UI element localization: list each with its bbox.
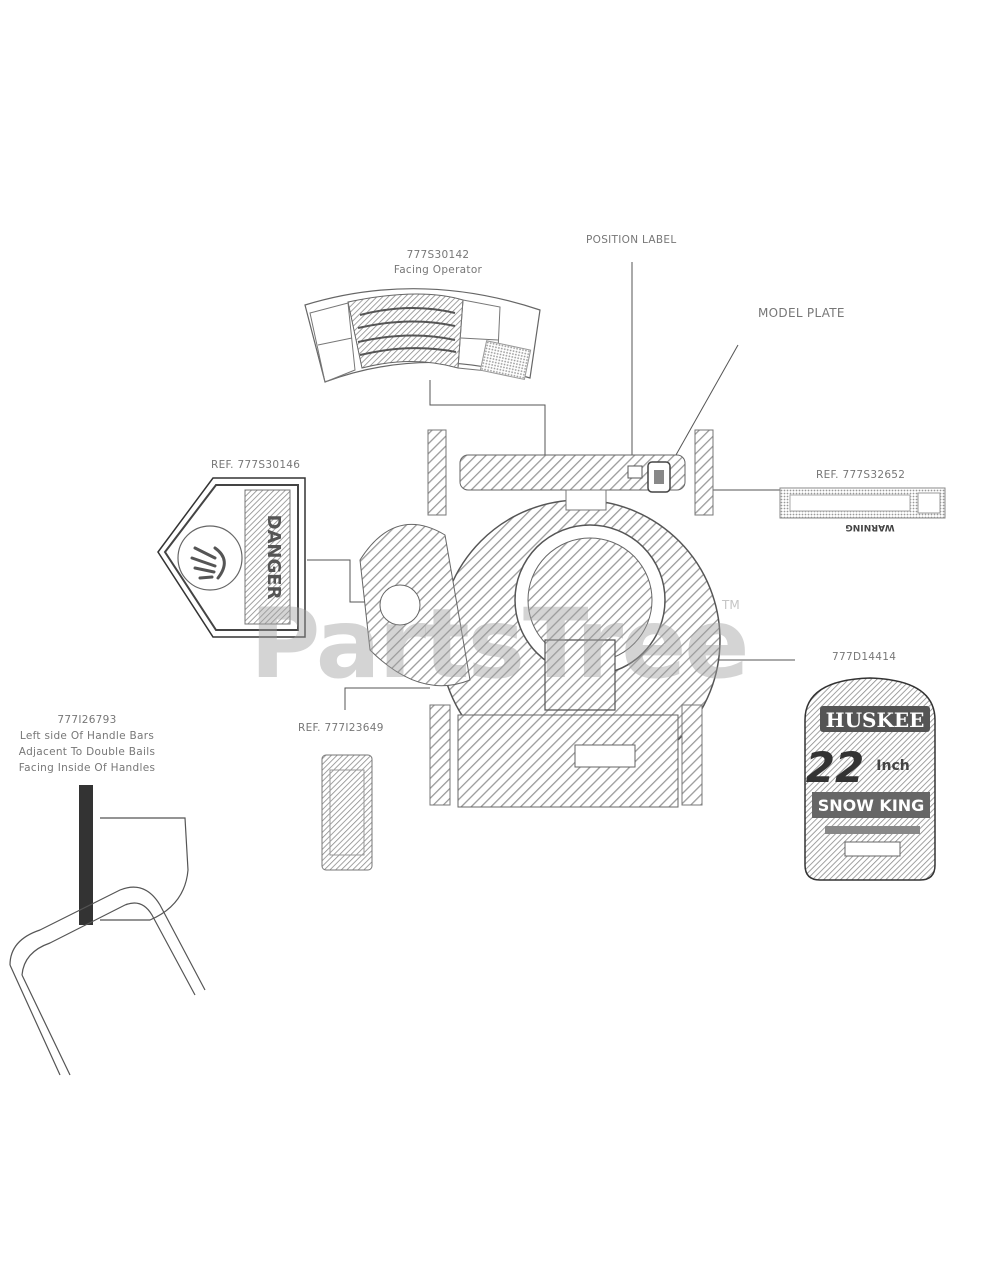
ref-danger-label: REF. 777S30146	[211, 459, 301, 471]
small-ref-decal	[321, 754, 373, 871]
hood-size-text: 22	[806, 743, 864, 792]
hood-brand-text: HUSKEE	[826, 708, 925, 732]
facing-operator-part-number: 777S30142	[406, 249, 470, 261]
partstree-watermark: PartsTree	[250, 588, 749, 700]
model-plate-label: MODEL PLATE	[758, 306, 845, 320]
facing-operator-label: Facing Operator	[393, 264, 483, 276]
watermark-trademark: TM	[722, 598, 740, 612]
hood-decal: HUSKEE 22 Inch SNOW KING	[804, 677, 936, 881]
danger-decal-text: DANGER	[263, 515, 284, 600]
handle-note-line-1: Left side Of Handle Bars	[19, 730, 155, 742]
position-label-label: POSITION LABEL	[586, 234, 677, 246]
facing-operator-decal	[304, 288, 541, 383]
handle-part-label: 777I26793	[57, 714, 117, 726]
snow-thrower-front-view	[359, 429, 721, 808]
leader-facing-operator	[429, 380, 546, 470]
warning-decal: WARNING	[779, 487, 946, 532]
warning-decal-text: WARNING	[845, 522, 894, 532]
leader-position-label	[631, 262, 641, 471]
handle-note-line-2: Adjacent To Double Bails	[18, 746, 156, 758]
hood-inch-text: Inch	[876, 758, 909, 774]
ref-warning-label: REF. 777S32652	[816, 469, 906, 481]
danger-decal: DANGER	[157, 477, 306, 638]
leader-model-plate	[671, 344, 739, 463]
handle-bars-view	[9, 785, 206, 1076]
handle-note-block: 777I26793 Left side Of Handle Bars Adjac…	[2, 712, 172, 776]
ref-small-label: REF. 777I23649	[298, 722, 384, 734]
handle-note-line-3: Facing Inside Of Handles	[18, 762, 156, 774]
hood-part-label: 777D14414	[832, 651, 897, 663]
hood-subtext: SNOW KING	[818, 796, 925, 815]
leader-lines	[307, 262, 795, 710]
leader-ref-small	[344, 687, 430, 710]
